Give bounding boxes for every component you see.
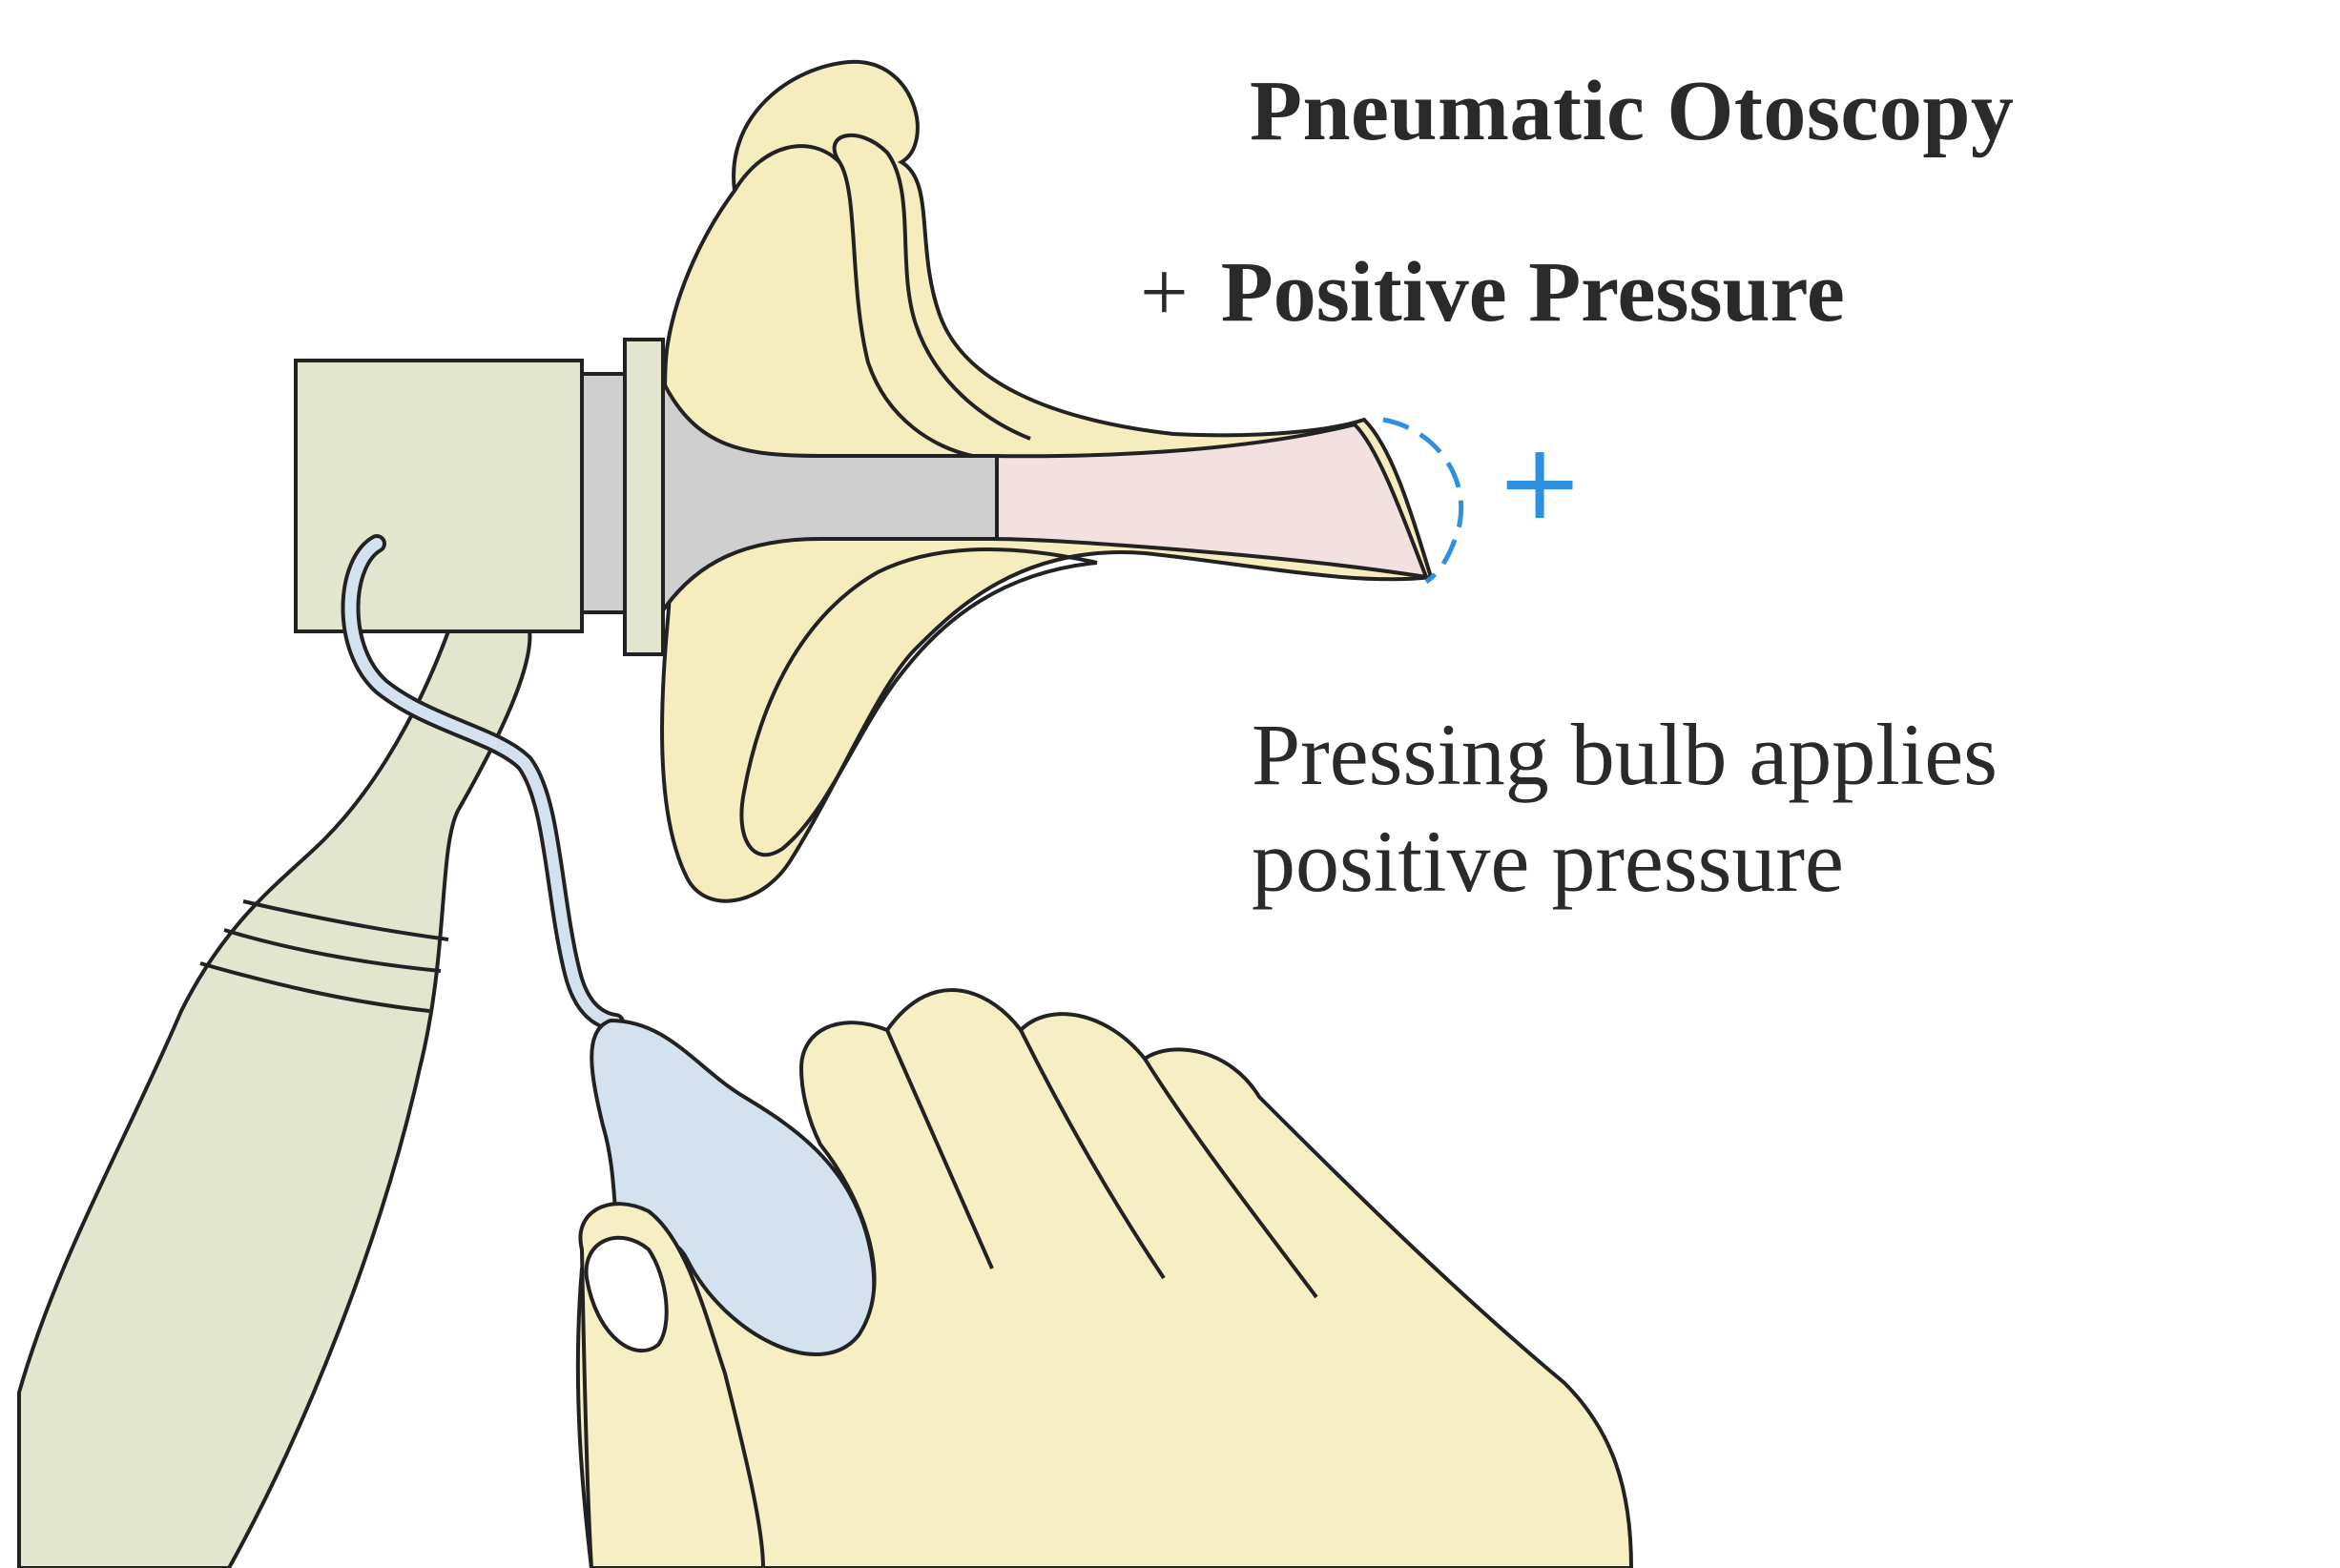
ear-antihelix xyxy=(733,144,974,458)
ear-helix-fold xyxy=(832,134,1031,441)
otoscope-handle-ring-1 xyxy=(199,961,430,1013)
tympanic-plus-icon: + xyxy=(1496,421,1584,543)
finger-crease-2 xyxy=(1019,1029,1166,1280)
finger-crease-1 xyxy=(885,1029,994,1269)
otoscope-collar xyxy=(580,372,630,614)
ear-canal xyxy=(990,422,1430,580)
otoscope-head xyxy=(294,359,584,633)
otoscope-handle xyxy=(17,627,532,1568)
insufflation-tube-inner xyxy=(344,538,621,1028)
tympanic-membrane-bulge xyxy=(1382,417,1464,585)
caption-line-1: Pressing bulb applies xyxy=(1252,706,1998,803)
thumbnail xyxy=(584,1235,669,1352)
finger-crease-3 xyxy=(1143,1057,1318,1299)
pressure-subtitle-text: Positive Pressure xyxy=(1220,245,1845,340)
otoscope-handle-ring-3 xyxy=(242,899,449,941)
ear-illustration xyxy=(660,59,1434,903)
hand-illustration xyxy=(575,988,1634,1568)
pressure-subtitle: + Positive Pressure xyxy=(1140,243,1845,341)
ear-concha xyxy=(739,547,1098,857)
diagram-caption: Pressing bulb applies positive pressure xyxy=(1252,701,1998,915)
diagram-title: Pneumatic Otoscopy xyxy=(1250,64,2015,158)
speculum-cone xyxy=(661,381,999,617)
plus-symbol: + xyxy=(1140,245,1189,340)
speculum-flange xyxy=(623,338,665,656)
otoscope-handle-ring-2 xyxy=(223,928,442,973)
caption-line-2: positive pressure xyxy=(1252,813,1844,910)
